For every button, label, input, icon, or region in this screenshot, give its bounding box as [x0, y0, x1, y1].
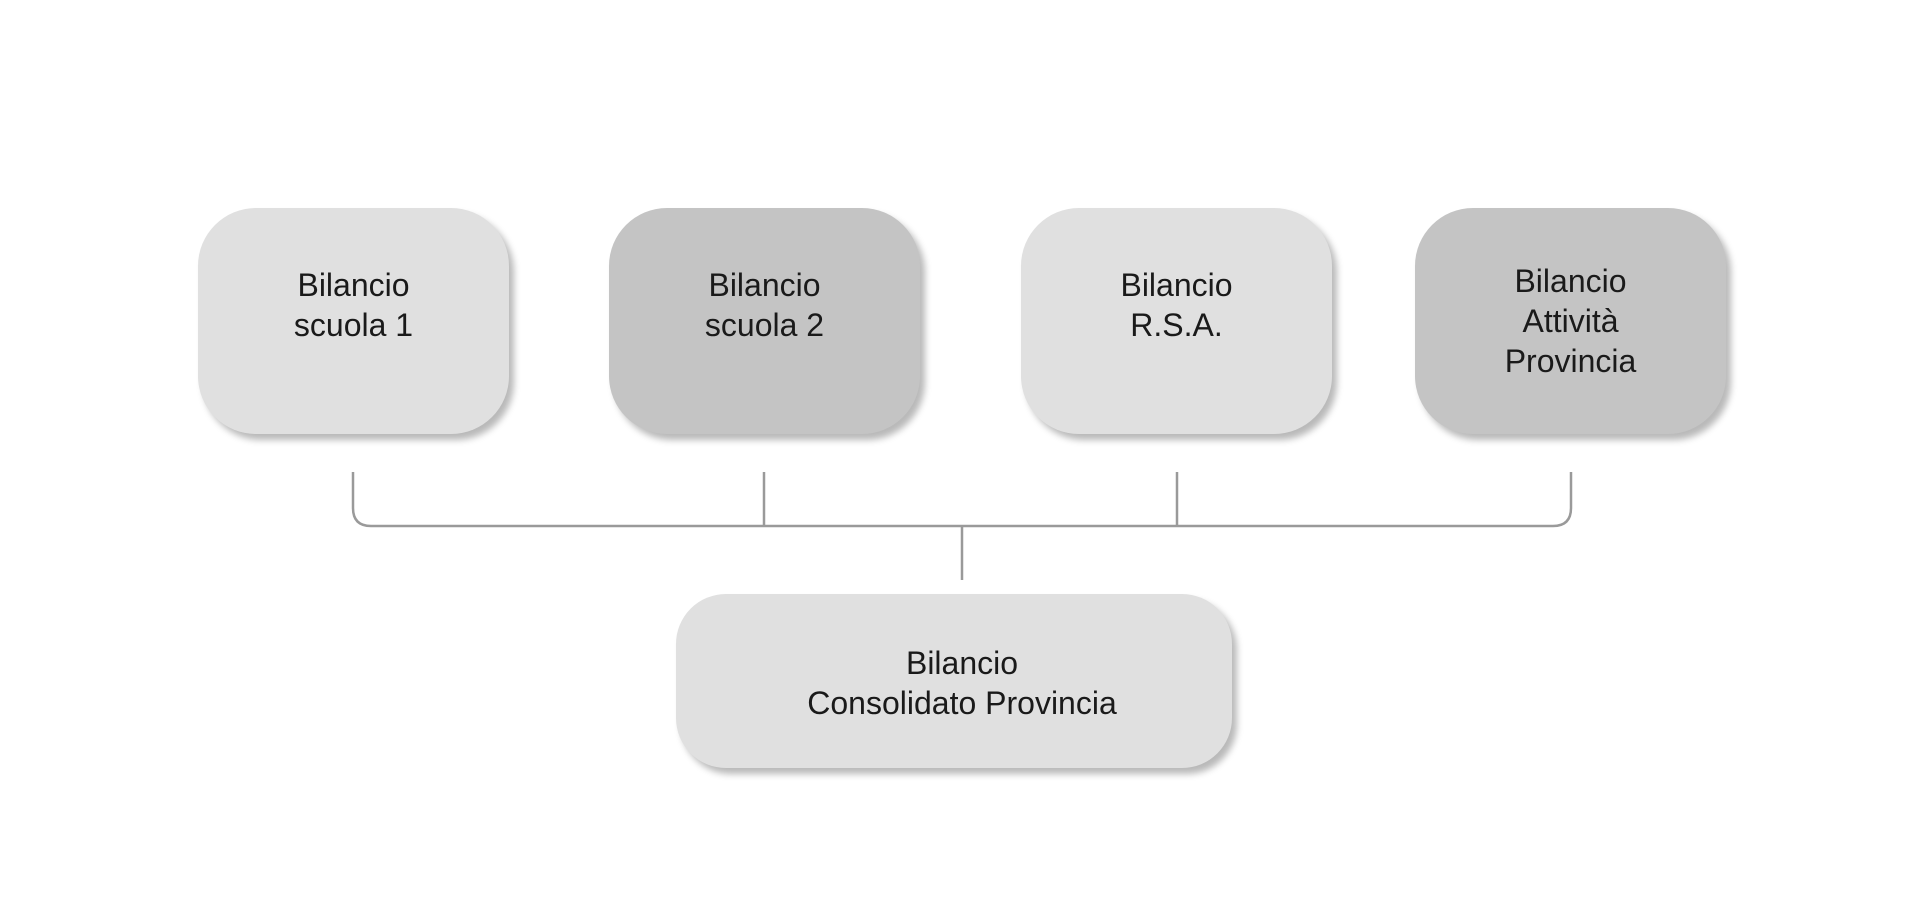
- box-label-line: scuola 2: [704, 307, 825, 343]
- box-label-line: Attività: [1522, 303, 1619, 339]
- box-bilancio-scuola-1: Bilancio scuola 1: [198, 208, 509, 434]
- connector-scuola1: [351, 472, 962, 528]
- box-label-line: Provincia: [1504, 343, 1637, 379]
- connector-attivita: [962, 472, 1573, 528]
- box-label-line: scuola 1: [293, 307, 414, 343]
- box-label-line: Bilancio: [905, 645, 1019, 681]
- box-bilancio-rsa: Bilancio R.S.A.: [1021, 208, 1332, 434]
- box-label-line: Consolidato Provincia: [807, 685, 1117, 721]
- box-bilancio-consolidato-provincia: Bilancio Consolidato Provincia: [676, 594, 1232, 768]
- box-label-line: Bilancio: [1120, 267, 1233, 303]
- box-label-line: R.S.A.: [1130, 307, 1223, 343]
- box-bilancio-attivita-provincia: Bilancio Attività Provincia: [1415, 208, 1726, 434]
- box-label-line: Bilancio: [1514, 263, 1627, 299]
- box-bilancio-scuola-2: Bilancio scuola 2: [609, 208, 920, 434]
- box-label-line: Bilancio: [297, 267, 410, 303]
- box-label-line: Bilancio: [708, 267, 821, 303]
